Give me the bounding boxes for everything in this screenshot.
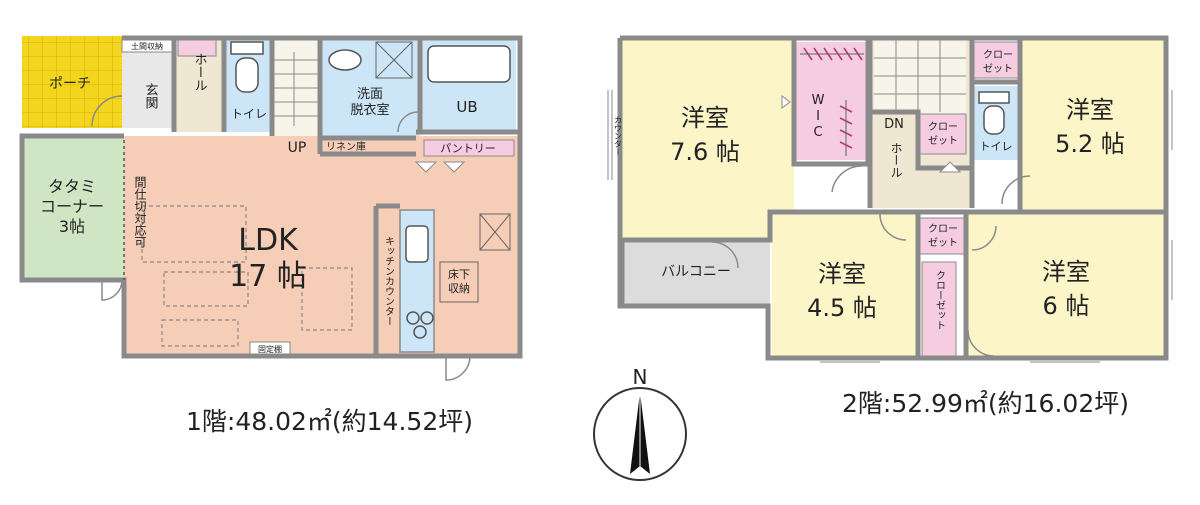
closet-b-label-2: ゼット: [928, 135, 958, 147]
stairs2-area: [874, 40, 966, 114]
closet-c-area: [919, 217, 967, 255]
closet-d-area: [921, 261, 957, 357]
ldk-label: LDK: [238, 223, 299, 258]
stove: [406, 311, 420, 325]
tatami-label-2: コーナー: [40, 197, 104, 216]
pantry-area: [423, 139, 515, 157]
toilet1-label: トイレ: [231, 107, 267, 121]
room76-label: 洋室: [681, 104, 729, 132]
floor2-area-caption: 2階:52.99㎡(約16.02坪): [842, 389, 1129, 418]
room45-size-label: 4.5 帖: [807, 294, 877, 322]
toilet2-fixture: [983, 105, 1005, 135]
porch-area: [22, 36, 122, 128]
floor1-walls: [19, 35, 523, 359]
wic-label-w: W: [812, 93, 825, 108]
underfloor-label-2: 収納: [448, 282, 470, 295]
closet-c-label-1: クロー: [928, 223, 958, 235]
entrance-storage-label: 土間収納: [131, 41, 163, 51]
room52-area: [1022, 38, 1164, 210]
room52-label: 洋室: [1066, 96, 1114, 124]
linen-label: リネン庫: [326, 140, 366, 153]
bathtub: [427, 45, 511, 83]
room45-label: 洋室: [818, 260, 866, 288]
compass-north-label: N: [633, 365, 648, 389]
kitchen-counter-label: キッチンカウンター: [383, 236, 395, 326]
wic-label-i: I: [816, 109, 820, 124]
up-label: UP: [288, 140, 307, 156]
tatami-area: [22, 136, 124, 280]
floor2-plan: 洋室 7.6 帖 カウンター W I C DN ホール クロー ゼット クロー …: [607, 35, 1173, 363]
floor1-area-caption: 1階:48.02㎡(約14.52坪): [186, 407, 473, 436]
ldk-size-label: 17 帖: [229, 259, 307, 294]
washroom-label-2: 脱衣室: [350, 102, 389, 118]
toilet1-fixture: [235, 57, 259, 93]
tatami-label-1: タタミ: [48, 177, 96, 196]
balcony-area: [620, 240, 770, 304]
room6-size-label: 6 帖: [1043, 292, 1090, 320]
hall1-label: ホール: [192, 53, 207, 92]
compass: N: [593, 365, 687, 481]
ldk-area: [124, 136, 518, 356]
floor2-walls: [617, 35, 1169, 361]
closet-b-area: [919, 113, 967, 155]
ub-label: UB: [456, 98, 477, 116]
kitchen-sink: [405, 225, 429, 263]
washbasin: [328, 49, 362, 71]
underfloor-label-1: 床下: [448, 267, 470, 281]
closet-a-area: [973, 41, 1023, 79]
wic-area: [796, 42, 868, 160]
dn-label: DN: [884, 117, 904, 132]
closet-b-label-1: クロー: [928, 121, 958, 133]
counter-label: カウンター: [614, 116, 623, 156]
room6-label: 洋室: [1042, 258, 1090, 286]
partition-label: 間仕切対応可: [133, 176, 147, 248]
hall2-label: ホール: [889, 142, 903, 178]
room76-size-label: 7.6 帖: [670, 138, 740, 166]
pantry-label: パントリー: [440, 142, 496, 155]
wic-label-c: C: [813, 125, 822, 140]
tatami-label-3: 3帖: [59, 217, 85, 236]
washroom-label-1: 洗面: [357, 87, 383, 102]
closet-d-label: クローゼット: [934, 270, 946, 330]
closet-a-label-1: クロー: [983, 49, 1013, 61]
closet-a-label-2: ゼット: [983, 63, 1013, 75]
balcony-label: バルコニー: [661, 264, 731, 280]
room52-size-label: 5.2 帖: [1055, 130, 1125, 158]
stairs1-area: [272, 38, 320, 136]
room76-area: [622, 38, 794, 240]
closet-c-label-2: ゼット: [928, 237, 958, 249]
genkan-area: [122, 38, 174, 128]
fridge-space: [479, 213, 511, 251]
genkan-label: 玄関: [143, 83, 159, 110]
toilet2-label: トイレ: [980, 140, 1013, 153]
fixed-shelf-label: 固定棚: [258, 344, 282, 354]
underfloor-storage: [439, 261, 479, 303]
room6-area: [966, 212, 1164, 358]
porch-label: ポーチ: [49, 76, 91, 92]
floor1-plan: ポーチ 土間収納 玄関 ホール トイレ UP 洗面 脱衣室 UB リネン庫 パン…: [19, 35, 523, 381]
